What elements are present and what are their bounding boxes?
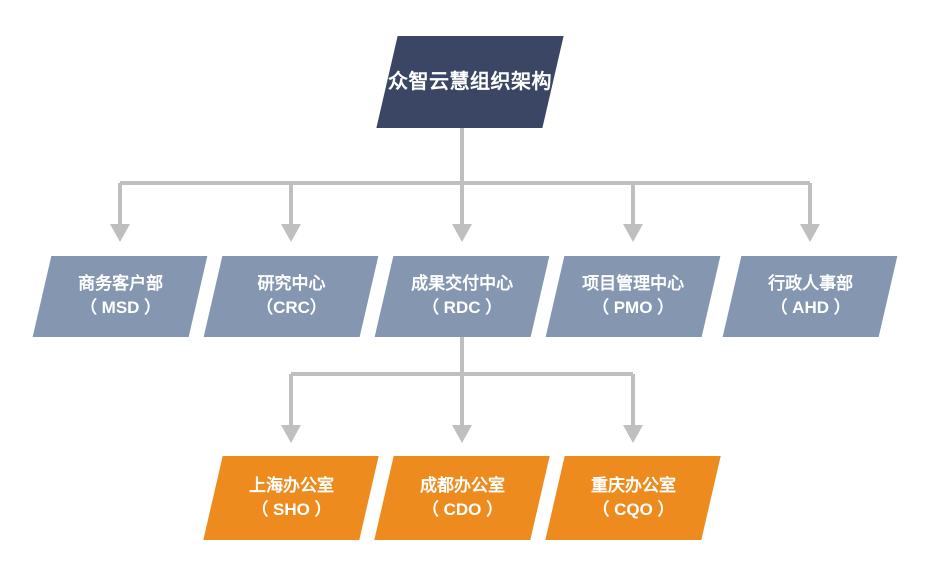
arrowhead-rdc xyxy=(452,224,472,242)
arrowhead-crc xyxy=(281,224,301,242)
node-office-sho[interactable]: 上海办公室 （ SHO ） xyxy=(203,456,379,540)
node-office-cdo-label: 成都办公室 （ CDO ） xyxy=(419,475,505,519)
node-department-crc-label: 研究中心 （CRC） xyxy=(255,274,327,318)
node-department-ahd-label: 行政人事部 （ AHD ） xyxy=(767,274,853,318)
node-department-msd[interactable]: 商务客户部 （ MSD ） xyxy=(32,256,208,337)
node-office-cqo[interactable]: 重庆办公室 （ CQO ） xyxy=(545,456,721,540)
node-office-cdo[interactable]: 成都办公室 （ CDO ） xyxy=(374,456,550,540)
node-department-msd-label: 商务客户部 （ MSD ） xyxy=(77,274,163,318)
arrowhead-sho xyxy=(281,425,301,443)
node-office-sho-label: 上海办公室 （ SHO ） xyxy=(248,475,334,519)
arrowhead-ahd xyxy=(800,224,820,242)
node-root-label: 众智云慧组织架构 xyxy=(388,70,553,93)
node-department-rdc-label: 成果交付中心 （ RDC ） xyxy=(411,274,513,318)
node-department-crc[interactable]: 研究中心 （CRC） xyxy=(203,256,379,337)
arrowhead-cqo xyxy=(623,425,643,443)
node-department-ahd[interactable]: 行政人事部 （ AHD ） xyxy=(722,256,898,337)
node-office-cqo-label: 重庆办公室 （ CQO ） xyxy=(590,475,676,519)
node-department-rdc[interactable]: 成果交付中心 （ RDC ） xyxy=(374,256,550,337)
node-root[interactable]: 众智云慧组织架构 xyxy=(376,36,564,128)
arrowhead-msd xyxy=(110,224,130,242)
node-department-pmo-label: 项目管理中心 （ PMO ） xyxy=(582,274,684,318)
arrowhead-pmo xyxy=(623,224,643,242)
node-department-pmo[interactable]: 项目管理中心 （ PMO ） xyxy=(545,256,721,337)
arrowhead-cdo xyxy=(452,425,472,443)
